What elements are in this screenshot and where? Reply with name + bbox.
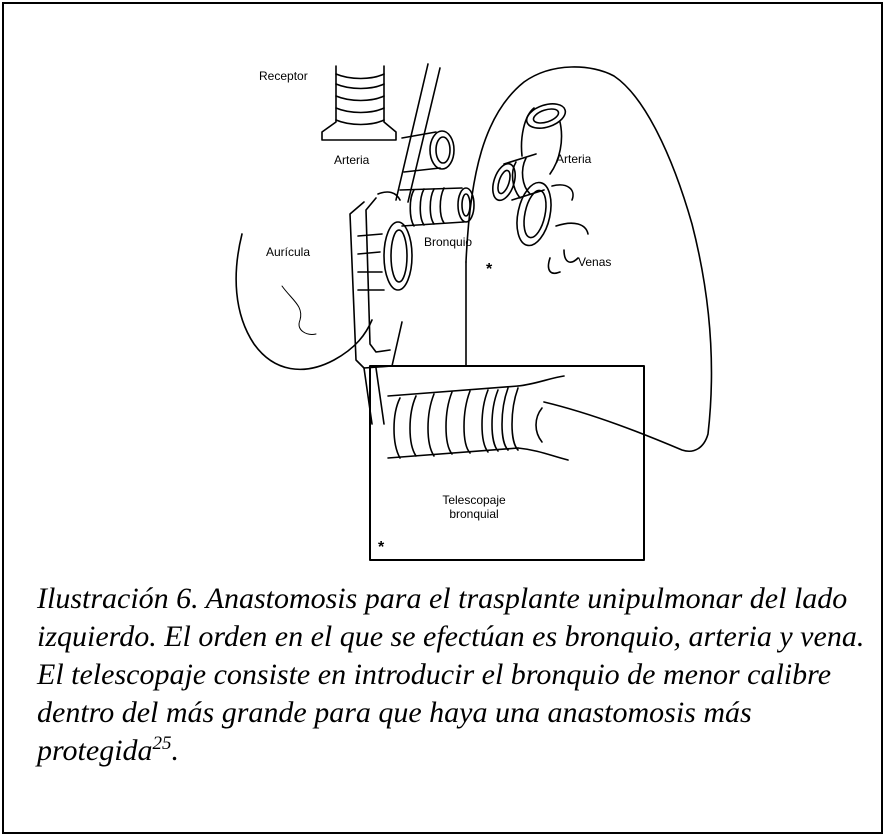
label-auricula: Aurícula <box>266 245 310 259</box>
label-bronquio: Bronquio <box>424 235 472 249</box>
trachea <box>322 66 396 140</box>
left-artery <box>402 131 454 172</box>
label-receptor: Receptor <box>259 69 308 83</box>
label-asterisk-main: * <box>486 261 493 278</box>
bronchus-anastomosis <box>400 188 474 226</box>
label-telescopaje-line1: Telescopaje <box>442 493 506 507</box>
label-venas: Venas <box>578 255 611 269</box>
donor-vein <box>512 179 588 273</box>
instrument-shaft <box>364 368 384 424</box>
lung-fissure <box>282 286 316 334</box>
label-asterisk-inset: * <box>378 539 385 556</box>
figure-caption: Ilustración 6. Anastomosis para el trasp… <box>37 580 867 770</box>
label-telescopaje-line2: bronquial <box>449 507 498 521</box>
label-arteria-left: Arteria <box>334 153 370 167</box>
donor-bronchus <box>489 154 544 203</box>
label-arteria-right: Arteria <box>556 152 592 166</box>
caption-end: . <box>172 734 180 767</box>
caption-reference: 25 <box>153 733 172 754</box>
anastomosis-illustration: Receptor Arteria Aurícula Bronquio Arter… <box>4 4 885 564</box>
atrium-clamp <box>350 192 412 368</box>
inset-box <box>370 366 644 560</box>
